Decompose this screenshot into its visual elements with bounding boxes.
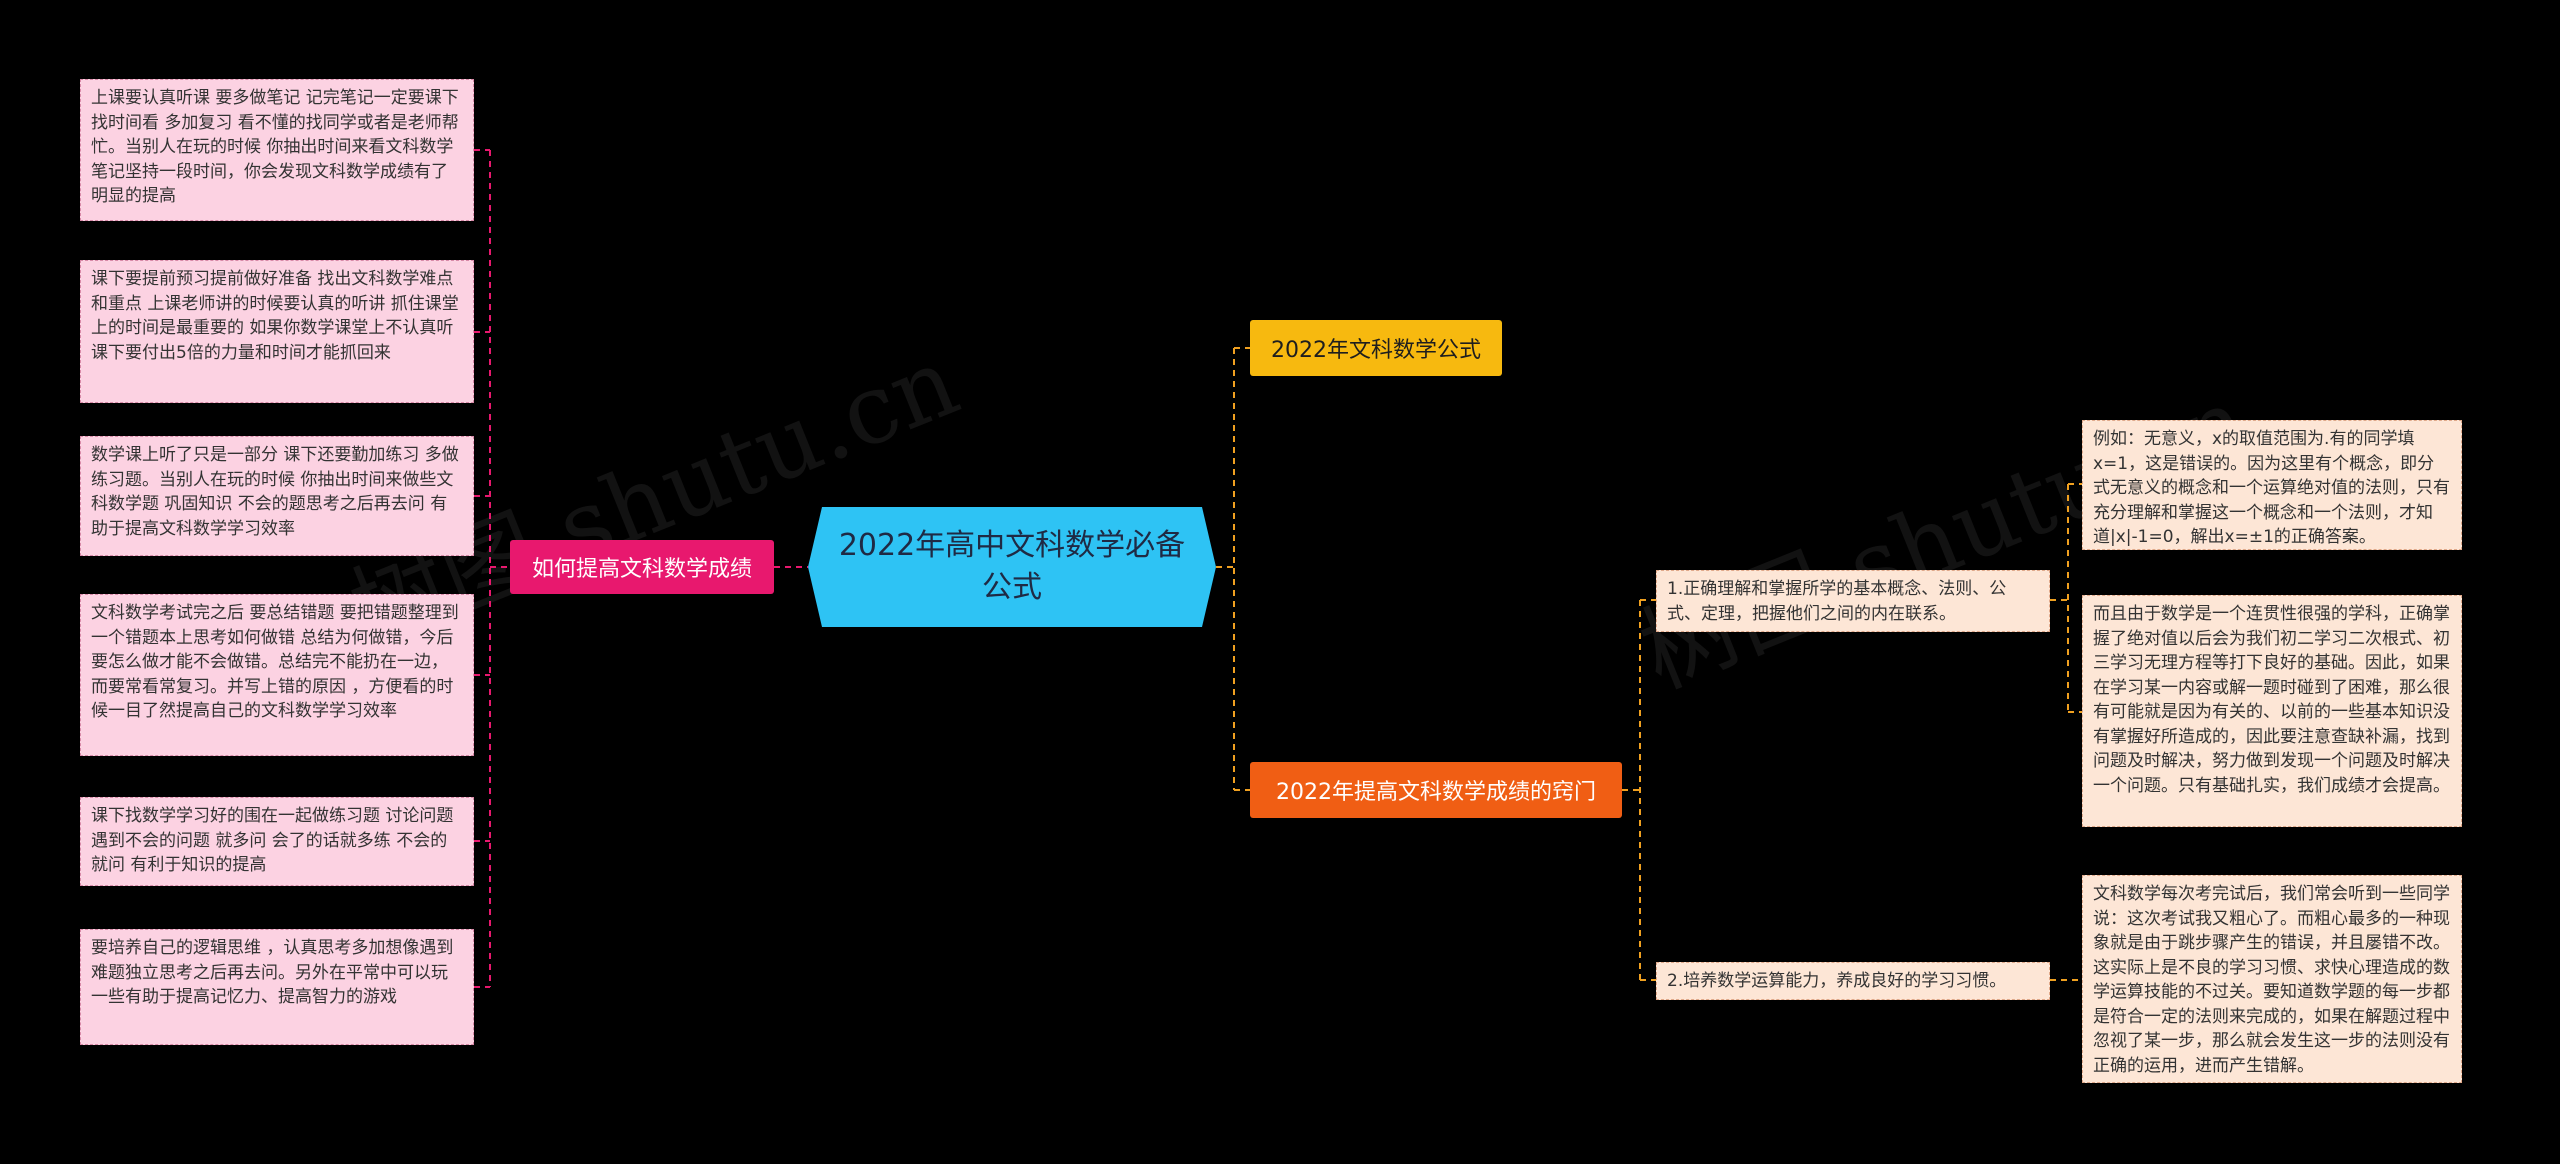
branch-improve-grades[interactable]: 如何提高文科数学成绩 [510, 540, 774, 594]
leaf-item-1[interactable]: 上课要认真听课 要多做笔记 记完笔记一定要课下找时间看 多加复习 看不懂的找同学… [80, 79, 474, 221]
detail-item-1[interactable]: 例如：无意义，x的取值范围为.有的同学填x=1，这是错误的。因为这里有个概念，即… [2082, 420, 2462, 550]
leaf-text: 课下要提前预习提前做好准备 找出文科数学难点和重点 上课老师讲的时候要认真的听讲… [91, 269, 459, 363]
branch-tips[interactable]: 2022年提高文科数学成绩的窍门 [1250, 762, 1622, 818]
leaf-item-5[interactable]: 课下找数学学习好的围在一起做练习题 讨论问题 遇到不会的问题 就多问 会了的话就… [80, 797, 474, 886]
detail-text: 而且由于数学是一个连贯性很强的学科，正确掌握了绝对值以后会为我们初二学习二次根式… [2093, 604, 2450, 796]
sub-item-1[interactable]: 1.正确理解和掌握所学的基本概念、法则、公式、定理，把握他们之间的内在联系。 [1656, 570, 2050, 632]
sub-item-2[interactable]: 2.培养数学运算能力，养成良好的学习习惯。 [1656, 962, 2050, 1000]
sub-text: 2.培养数学运算能力，养成良好的学习习惯。 [1667, 971, 2007, 991]
detail-text: 文科数学每次考完试后，我们常会听到一些同学说：这次考试我又粗心了。而粗心最多的一… [2093, 884, 2450, 1076]
branch-formulas[interactable]: 2022年文科数学公式 [1250, 320, 1502, 376]
sub-text: 1.正确理解和掌握所学的基本概念、法则、公式、定理，把握他们之间的内在联系。 [1667, 579, 2007, 624]
leaf-item-4[interactable]: 文科数学考试完之后 要总结错题 要把错题整理到一个错题本上思考如何做错 总结为何… [80, 594, 474, 756]
leaf-item-2[interactable]: 课下要提前预习提前做好准备 找出文科数学难点和重点 上课老师讲的时候要认真的听讲… [80, 260, 474, 403]
branch-label: 2022年文科数学公式 [1271, 338, 1481, 363]
detail-item-2[interactable]: 而且由于数学是一个连贯性很强的学科，正确掌握了绝对值以后会为我们初二学习二次根式… [2082, 595, 2462, 827]
leaf-text: 要培养自己的逻辑思维 ，认真思考多加想像遇到难题独立思考之后再去问。另外在平常中… [91, 938, 454, 1007]
leaf-item-3[interactable]: 数学课上听了只是一部分 课下还要勤加练习 多做练习题。当别人在玩的时候 你抽出时… [80, 436, 474, 556]
leaf-text: 上课要认真听课 要多做笔记 记完笔记一定要课下找时间看 多加复习 看不懂的找同学… [91, 88, 459, 206]
central-topic[interactable]: 2022年高中文科数学必备公式 [808, 507, 1216, 627]
branch-label: 如何提高文科数学成绩 [531, 557, 752, 582]
leaf-item-6[interactable]: 要培养自己的逻辑思维 ，认真思考多加想像遇到难题独立思考之后再去问。另外在平常中… [80, 929, 474, 1045]
detail-item-3[interactable]: 文科数学每次考完试后，我们常会听到一些同学说：这次考试我又粗心了。而粗心最多的一… [2082, 875, 2462, 1083]
leaf-text: 数学课上听了只是一部分 课下还要勤加练习 多做练习题。当别人在玩的时候 你抽出时… [91, 445, 459, 539]
leaf-text: 文科数学考试完之后 要总结错题 要把错题整理到一个错题本上思考如何做错 总结为何… [91, 603, 459, 721]
detail-text: 例如：无意义，x的取值范围为.有的同学填x=1，这是错误的。因为这里有个概念，即… [2093, 429, 2450, 547]
branch-label: 2022年提高文科数学成绩的窍门 [1276, 780, 1596, 805]
leaf-text: 课下找数学学习好的围在一起做练习题 讨论问题 遇到不会的问题 就多问 会了的话就… [91, 806, 454, 875]
central-topic-label: 2022年高中文科数学必备公式 [838, 528, 1186, 605]
